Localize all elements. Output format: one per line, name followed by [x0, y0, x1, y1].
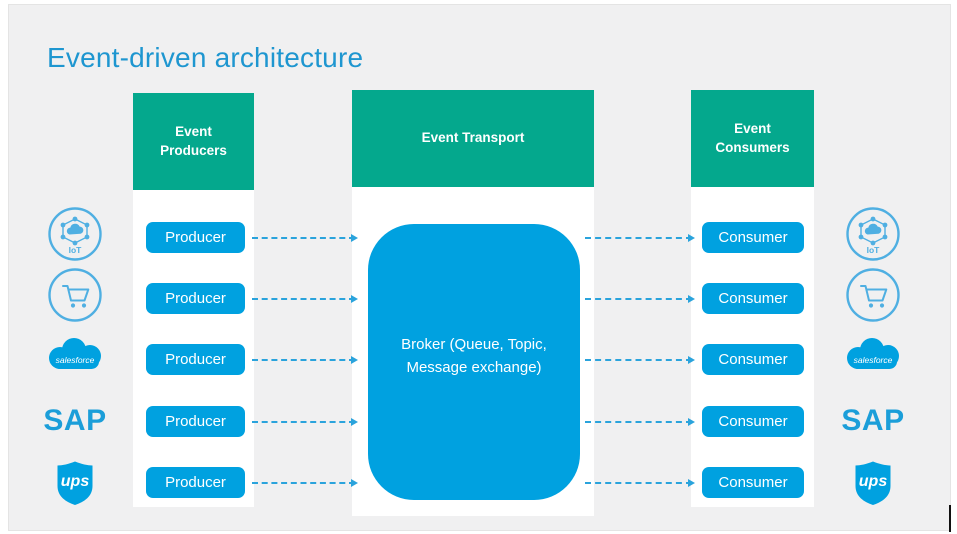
producer-node-1: Producer	[146, 222, 245, 253]
consumer-node-5: Consumer	[702, 467, 804, 498]
transport-header-label: Event Transport	[421, 130, 525, 146]
broker-label-line2: Message exchange)	[406, 359, 542, 376]
svg-text:salesforce: salesforce	[854, 355, 893, 365]
consumers-header-line1: Event	[734, 120, 771, 136]
consumer-node-2: Consumer	[702, 283, 804, 314]
page-title: Event-driven architecture	[47, 42, 364, 73]
producer-arrow-2	[252, 295, 358, 303]
sap-logo: SAP	[43, 404, 107, 437]
ups-logo: ups	[853, 460, 893, 506]
consumer-arrow-5	[585, 479, 695, 487]
sap-logo: SAP	[841, 404, 905, 437]
consumer-arrow-3	[585, 356, 695, 364]
consumer-node-1: Consumer	[702, 222, 804, 253]
svg-text:salesforce: salesforce	[56, 355, 95, 365]
transport-header: Event Transport	[352, 90, 594, 187]
consumer-arrow-4	[585, 418, 695, 426]
broker-node: Broker (Queue, Topic, Message exchange)	[368, 224, 580, 500]
producer-node-3: Producer	[146, 344, 245, 375]
ups-logo: ups	[55, 460, 95, 506]
producer-arrow-5	[252, 479, 358, 487]
broker-label-line1: Broker (Queue, Topic,	[401, 335, 547, 353]
producer-node-4: Producer	[146, 406, 245, 437]
salesforce-logo: salesforce	[842, 336, 904, 378]
text-cursor	[949, 505, 951, 532]
svg-text:ups: ups	[859, 473, 888, 490]
producers-header-line1: Event	[175, 123, 212, 139]
cart-icon	[845, 267, 901, 323]
producer-arrow-3	[252, 356, 358, 364]
producer-arrow-4	[252, 418, 358, 426]
iot-icon: IoT	[47, 206, 103, 262]
consumer-arrow-2	[585, 295, 695, 303]
producer-node-5: Producer	[146, 467, 245, 498]
producer-arrow-1	[252, 234, 358, 242]
consumer-arrow-1	[585, 234, 695, 242]
producers-header: Event Producers	[133, 93, 254, 190]
svg-text:IoT: IoT	[867, 245, 881, 255]
producer-node-2: Producer	[146, 283, 245, 314]
consumer-node-3: Consumer	[702, 344, 804, 375]
consumers-header: Event Consumers	[691, 90, 814, 187]
salesforce-logo: salesforce	[44, 336, 106, 378]
consumers-header-line2: Consumers	[715, 139, 790, 155]
iot-icon: IoT	[845, 206, 901, 262]
svg-text:ups: ups	[61, 473, 90, 490]
cart-icon	[47, 267, 103, 323]
producers-header-line2: Producers	[160, 142, 227, 158]
svg-text:IoT: IoT	[69, 245, 83, 255]
consumer-node-4: Consumer	[702, 406, 804, 437]
